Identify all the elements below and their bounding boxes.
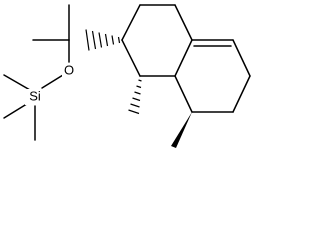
oxygen-atom: O bbox=[62, 62, 76, 78]
molecule-structure: O Si bbox=[3, 4, 251, 148]
oxygen-label: O bbox=[64, 62, 74, 77]
bond-c5-c6 bbox=[121, 39, 141, 77]
bond-c10-c4 bbox=[174, 75, 193, 113]
bond-c8-c9 bbox=[232, 75, 251, 113]
silicon-atom: Si bbox=[25, 88, 45, 105]
methyl-hash-middle bbox=[128, 79, 142, 115]
trimethylsilyl bbox=[3, 74, 64, 141]
methyl-wedge-bottom bbox=[171, 112, 192, 148]
side-chain-hash bbox=[85, 29, 121, 51]
bond-c6-c1 bbox=[121, 4, 141, 41]
side-chain bbox=[32, 4, 70, 63]
bond-si-methyl-left bbox=[3, 74, 31, 91]
silicon-label: Si bbox=[29, 88, 41, 103]
bond-c2-c3 bbox=[174, 4, 193, 41]
ring-right bbox=[174, 39, 251, 113]
bond-c3-c4 bbox=[174, 39, 193, 77]
bond-c7-c8 bbox=[232, 39, 251, 77]
bond-oxygen-silicon bbox=[41, 74, 64, 89]
ring-left bbox=[121, 4, 193, 77]
